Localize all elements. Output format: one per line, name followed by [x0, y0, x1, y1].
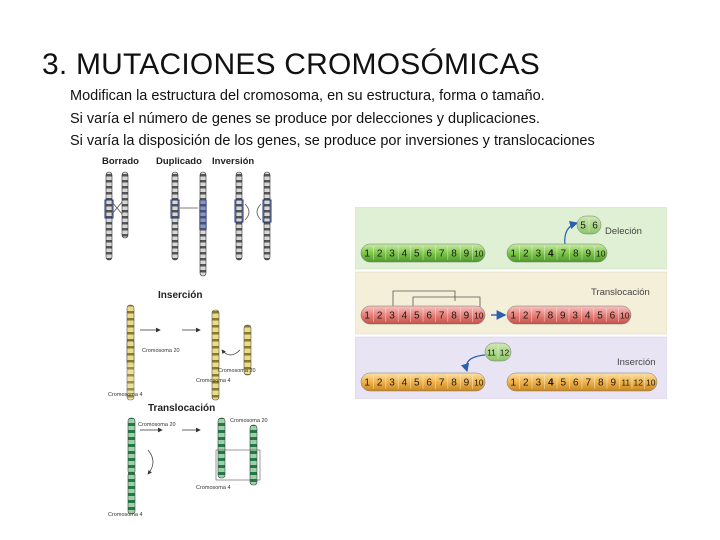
translocation-chrom4-left: Cromosoma 4	[108, 512, 143, 518]
deletion-result-gene-2: 3	[535, 249, 541, 260]
deletion-original-gene-9: 10	[474, 249, 484, 259]
bullet-line-1: Modifican la estructura del cromosoma, e…	[70, 88, 545, 104]
translocation-original-gene-4: 5	[414, 311, 420, 322]
deletion-original-gene-1: 2	[377, 249, 383, 260]
insertion-original-gene-9: 10	[474, 378, 484, 388]
translocation-original-gene-7: 8	[451, 311, 457, 322]
insertion-inserted-gene-0: 11	[487, 348, 496, 358]
insertion-chrom20-left: Cromosoma 20	[142, 348, 180, 354]
label-borrado: Borrado	[102, 156, 139, 167]
deletion-result-gene-5: 8	[573, 249, 579, 260]
chromosome-mutation-figure: Borrado Duplicado Inversión Inserción Cr…	[100, 150, 290, 525]
insertion-result-gene-0: 1	[510, 378, 516, 389]
translocation-original-gene-2: 3	[389, 311, 395, 322]
insertion-result-gene-10: 12	[634, 378, 644, 388]
translocation-result-gene-1: 2	[523, 311, 529, 322]
deletion-result-gene-6: 9	[585, 249, 591, 260]
translocation-result-gene-3: 8	[548, 311, 554, 322]
translocation-result-gene-7: 5	[597, 311, 603, 322]
translocation-chrom20-right: Cromosoma 20	[230, 418, 268, 424]
translocation-original-gene-1: 2	[377, 311, 383, 322]
label-duplicado: Duplicado	[156, 156, 202, 167]
label-inversion: Inversión	[212, 156, 254, 167]
translocation-chrom4-right: Cromosoma 4	[196, 485, 231, 491]
translocation-result-gene-9: 10	[620, 311, 630, 321]
insertion-original-gene-2: 3	[389, 378, 395, 389]
slide-title: 3. MUTACIONES CROMOSÓMICAS	[42, 48, 540, 82]
insertion-result-gene-11: 10	[646, 378, 656, 388]
insertion-original-gene-3: 4	[402, 378, 408, 389]
insertion-result-gene-6: 7	[585, 378, 591, 389]
translocation-result-gene-5: 3	[572, 311, 578, 322]
bullet-line-2: Si varía el número de genes se produce p…	[70, 111, 540, 127]
deletion-original-gene-6: 7	[439, 249, 445, 260]
insertion-original-gene-8: 9	[464, 378, 470, 389]
chromosome-duplication-pair	[171, 172, 207, 276]
insertion-original-gene-7: 8	[451, 378, 457, 389]
deletion-removed-gene-0: 5	[580, 221, 586, 232]
translocation-result-gene-2: 7	[535, 311, 541, 322]
insertion-original-gene-6: 7	[439, 378, 445, 389]
translocation-result-gene-4: 9	[560, 311, 566, 322]
deletion-result-gene-3: 4	[548, 249, 554, 260]
translocation-original-gene-3: 4	[402, 311, 408, 322]
translocation-diagram	[128, 418, 260, 514]
deletion-original-gene-8: 9	[464, 249, 470, 260]
translocation-result-gene-0: 1	[510, 311, 516, 322]
insertion-result-gene-1: 2	[523, 378, 529, 389]
insertion-original-gene-1: 2	[377, 378, 383, 389]
deletion-result-gene-4: 7	[560, 249, 566, 260]
deletion-original-gene-5: 6	[426, 249, 432, 260]
translocation-original-gene-0: 1	[364, 311, 370, 322]
insertion-result-gene-2: 3	[535, 378, 541, 389]
insertion-chrom4-right: Cromosoma 4	[196, 378, 231, 384]
deletion-result-gene-7: 10	[596, 249, 606, 259]
deletion-label: Deleción	[605, 226, 642, 237]
deletion-original-gene-0: 1	[364, 249, 370, 260]
deletion-removed-gene-1: 6	[592, 221, 598, 232]
insertion-result-gene-7: 8	[598, 378, 604, 389]
translocation-original-gene-5: 6	[426, 311, 432, 322]
chromosome-deletion-pair	[105, 172, 128, 260]
translocation-original-gene-9: 10	[474, 311, 484, 321]
translocation-original-gene-6: 7	[439, 311, 445, 322]
translocation-result-gene-8: 6	[610, 311, 616, 322]
insertion-result-gene-8: 9	[610, 378, 616, 389]
bullet-line-3: Si varía la disposición de los genes, se…	[70, 133, 595, 149]
translocation-title: Translocación	[148, 403, 215, 414]
insertion-original-gene-4: 5	[414, 378, 420, 389]
translocation-result-gene-6: 4	[585, 311, 591, 322]
deletion-original-gene-3: 4	[402, 249, 408, 260]
deletion-original-gene-7: 8	[451, 249, 457, 260]
insertion-chrom4-left: Cromosoma 4	[108, 392, 143, 398]
translocation-chrom20-left: Cromosoma 20	[138, 422, 176, 428]
insertion-inserted-gene-1: 12	[500, 348, 510, 358]
insertion-result-gene-4: 5	[560, 378, 566, 389]
deletion-result-gene-1: 2	[523, 249, 529, 260]
insertion-result-gene-5: 6	[573, 378, 579, 389]
deletion-result-gene-0: 1	[510, 249, 516, 260]
translocation-label: Translocación	[591, 287, 650, 298]
translocation-original-gene-8: 9	[464, 311, 470, 322]
deletion-original-gene-4: 5	[414, 249, 420, 260]
insertion-title: Inserción	[158, 290, 202, 301]
deletion-original-gene-2: 3	[389, 249, 395, 260]
insertion-original-gene-5: 6	[426, 378, 432, 389]
insertion-result-gene-3: 4	[548, 378, 554, 389]
chromosome-inversion-pair	[235, 172, 271, 260]
insertion-chrom20-right: Cromosoma 20	[218, 368, 256, 374]
insertion-label: Inserción	[617, 357, 656, 368]
insertion-original-gene-0: 1	[364, 378, 370, 389]
panel-translocation	[355, 272, 667, 334]
insertion-result-gene-9: 11	[621, 378, 630, 388]
